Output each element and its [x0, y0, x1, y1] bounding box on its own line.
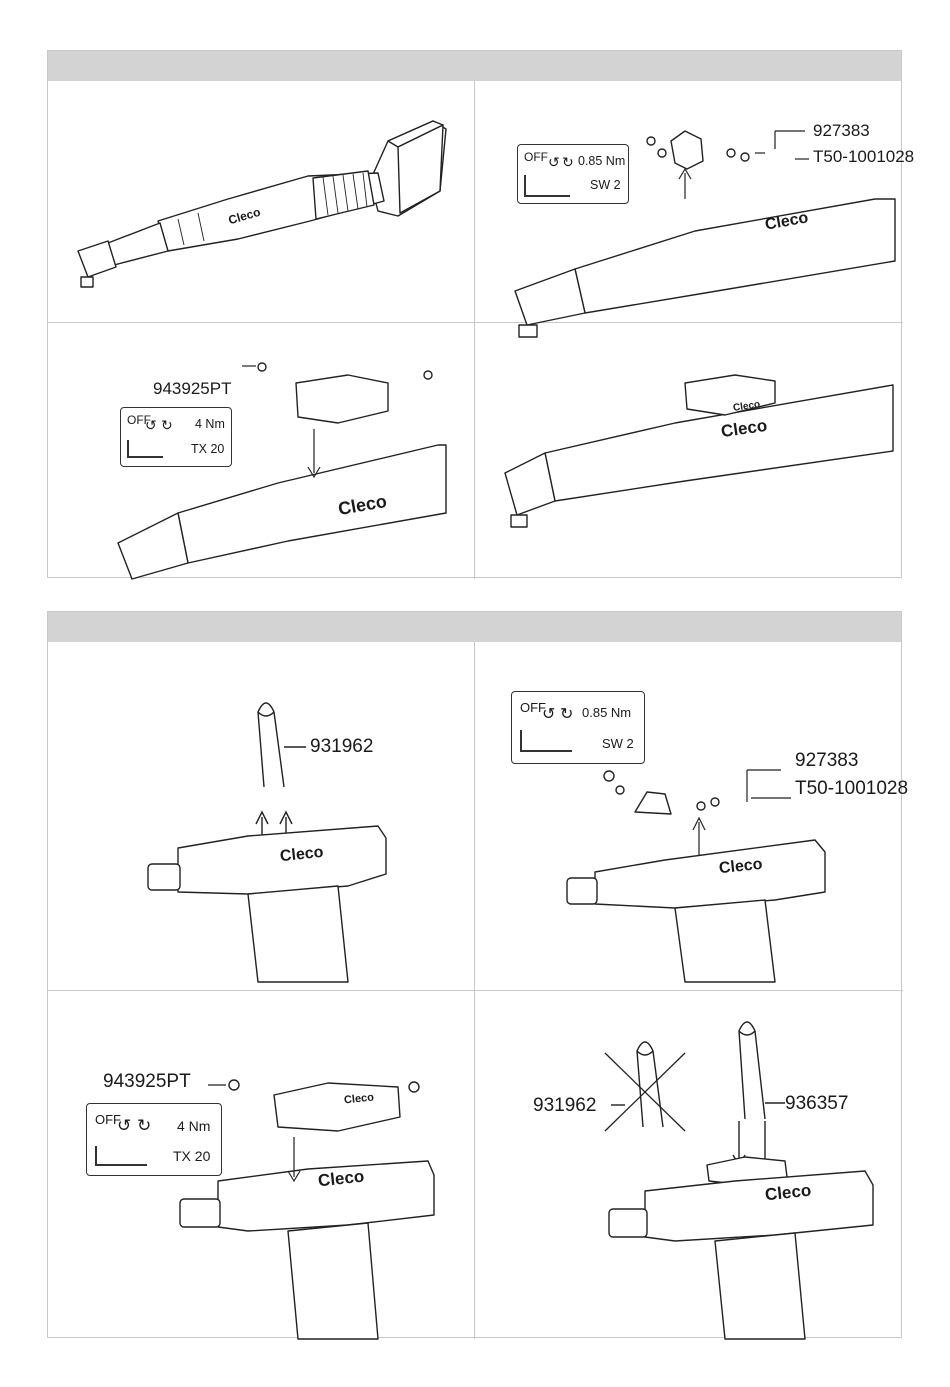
section-header: [48, 51, 901, 81]
angle-tool-closeup: [475, 323, 903, 579]
pistol-tool-illustration: [475, 642, 903, 990]
pistol-tool-illustration: [48, 642, 474, 990]
panel-pistol-attach-module: 943925PT OFF ↺ ↻ 4 Nm TX 20 Cleco Cleco: [48, 991, 474, 1339]
angle-tool-closeup: [475, 81, 903, 322]
panel-pistol-replace-clip: 931962 936357 Cleco: [475, 991, 903, 1339]
part-number: 931962: [310, 736, 373, 758]
wire-clip-icon: [258, 703, 284, 787]
section-angle-tool: Cleco OFF ↺ ↻ 0.85 Nm SW 2: [47, 50, 902, 578]
panel-angle-tool-overview: Cleco: [48, 81, 474, 322]
cross-out-icon: [605, 1053, 685, 1131]
panel-pistol-remove-clip: 931962 Cleco: [48, 642, 474, 990]
wire-clip-icon: [739, 1022, 765, 1119]
pistol-tool-illustration: [48, 991, 474, 1339]
part-number: T50-1001028: [813, 147, 914, 167]
wire-clip-icon: [637, 1042, 663, 1127]
panel-pistol-remove-cover: OFF ↺ ↻ 0.85 Nm SW 2 927383 T50-10010: [475, 642, 903, 990]
angle-tool-illustration: [48, 81, 474, 322]
panel-angle-remove-cover: OFF ↺ ↻ 0.85 Nm SW 2: [475, 81, 903, 322]
part-number: T50-1001028: [795, 778, 908, 800]
part-number: 927383: [813, 121, 870, 141]
part-number: 927383: [795, 750, 858, 772]
angle-tool-closeup: [48, 323, 474, 579]
section-pistol-tool: 931962 Cleco OFF ↺ ↻ 0.85 Nm SW 2: [47, 611, 902, 1338]
section-header: [48, 612, 901, 642]
part-number: 931962: [533, 1095, 596, 1117]
part-number: 936357: [785, 1093, 848, 1115]
panel-angle-attach-module: 943925PT OFF ↺ ↻ 4 Nm TX 20 Cleco: [48, 323, 474, 579]
pistol-tool-illustration: [475, 991, 903, 1339]
panel-angle-assembled: Cleco Cleco: [475, 323, 903, 579]
